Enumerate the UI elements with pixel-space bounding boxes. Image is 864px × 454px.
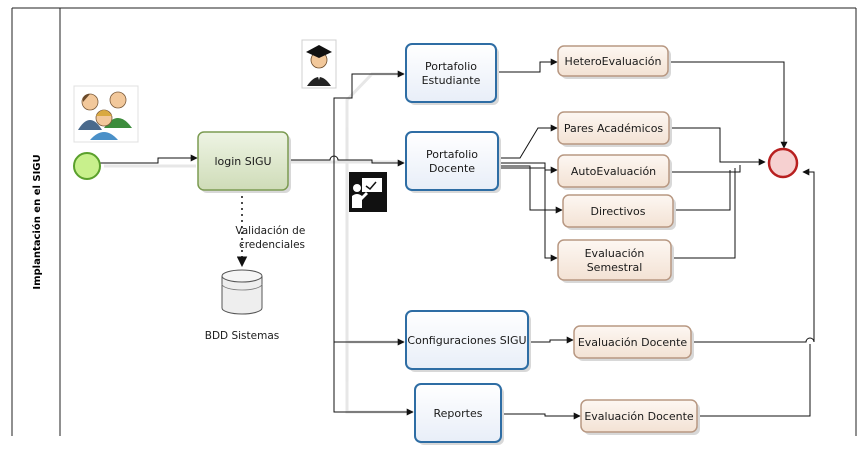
end-event[interactable] (767, 147, 799, 179)
flow-docente-semestral (499, 167, 558, 262)
task-reportes[interactable]: Reportes (414, 383, 504, 445)
flow-to-reportes (333, 342, 414, 416)
flow-directivos-end (674, 170, 731, 211)
task-label-line: login SIGU (214, 155, 271, 168)
database-icon (221, 269, 263, 315)
task-label-line: Directivos (591, 205, 646, 218)
task-heteroevaluacion[interactable]: HeteroEvaluación (557, 45, 671, 79)
users-icon (73, 85, 139, 143)
task-label-line: Portafolio (426, 148, 478, 161)
task-label-line: Configuraciones SIGU (407, 334, 526, 347)
task-label-line: Portafolio (425, 60, 477, 73)
flow-semestral-end (674, 168, 736, 259)
flow-reportes-evdoc2 (502, 412, 581, 420)
task-label-line: Evaluación (585, 247, 645, 260)
flow-auto-end (670, 165, 741, 173)
task-label: Directivos (591, 205, 646, 218)
flow-hetero-end (670, 61, 788, 149)
graduate-icon (301, 39, 337, 89)
task-box (557, 45, 669, 77)
task-label: Evaluación Docente (584, 410, 694, 423)
flow-docente-directivos (499, 165, 563, 214)
task-box (557, 111, 670, 145)
flow-login-docente (288, 155, 405, 167)
task-label: Pares Académicos (564, 122, 664, 135)
task-label: HeteroEvaluación (565, 55, 662, 68)
flow-docente-pares (499, 124, 558, 159)
database-label: BDD Sistemas (205, 330, 279, 342)
task-label: Reportes (434, 407, 483, 420)
task-box (557, 154, 670, 188)
task-directivos[interactable]: Directivos (562, 194, 676, 230)
task-label-line: Semestral (587, 261, 643, 274)
teacher-icon (349, 172, 387, 212)
task-box (573, 325, 692, 359)
task-label: login SIGU (214, 155, 271, 168)
task-box (557, 239, 672, 281)
task-label-line: Evaluación Docente (584, 410, 694, 423)
flow-evdoc2-end (698, 344, 811, 417)
task-label-line: HeteroEvaluación (565, 55, 662, 68)
task-label-line: Estudiante (422, 74, 481, 87)
task-label-line: Pares Académicos (564, 122, 664, 135)
task-label: Evaluación Docente (578, 336, 688, 349)
connectors (100, 58, 815, 420)
task-evaluacion-docente-2[interactable]: Evaluación Docente (580, 399, 700, 435)
lane-title: Implantación en el SIGU (31, 154, 43, 289)
task-box (197, 131, 289, 191)
task-pares-academicos[interactable]: Pares Académicos (557, 111, 672, 147)
flow-evdoc1-end (692, 168, 815, 343)
flow-pares-end (670, 127, 766, 166)
flow-to-estudiante (333, 70, 405, 160)
task-configuraciones[interactable]: Configuraciones SIGU (405, 310, 531, 372)
task-label-line: AutoEvaluación (571, 165, 656, 178)
annotation-text: Validación de credenciales (235, 225, 308, 251)
task-autoevaluacion[interactable]: AutoEvaluación (557, 154, 672, 190)
task-box (414, 383, 502, 443)
task-box (405, 43, 497, 103)
flow-config-evdoc1 (530, 336, 574, 344)
task-label-line: Evaluación Docente (578, 336, 688, 349)
task-box (580, 399, 698, 433)
flow-docente-auto (499, 162, 558, 174)
task-box (405, 131, 499, 191)
task-box (562, 194, 674, 228)
task-label: AutoEvaluación (571, 165, 656, 178)
task-evaluacion-docente-1[interactable]: Evaluación Docente (573, 325, 694, 361)
task-label-line: Reportes (434, 407, 483, 420)
flow-estudiante-hetero (497, 58, 558, 73)
task-label: Configuraciones SIGU (407, 334, 526, 347)
task-box (405, 310, 529, 370)
pool-frame (11, 7, 857, 436)
start-event[interactable] (73, 152, 101, 180)
task-login[interactable]: login SIGU (197, 131, 291, 193)
task-label-line: Docente (429, 162, 475, 175)
flow-start-login (100, 154, 198, 164)
